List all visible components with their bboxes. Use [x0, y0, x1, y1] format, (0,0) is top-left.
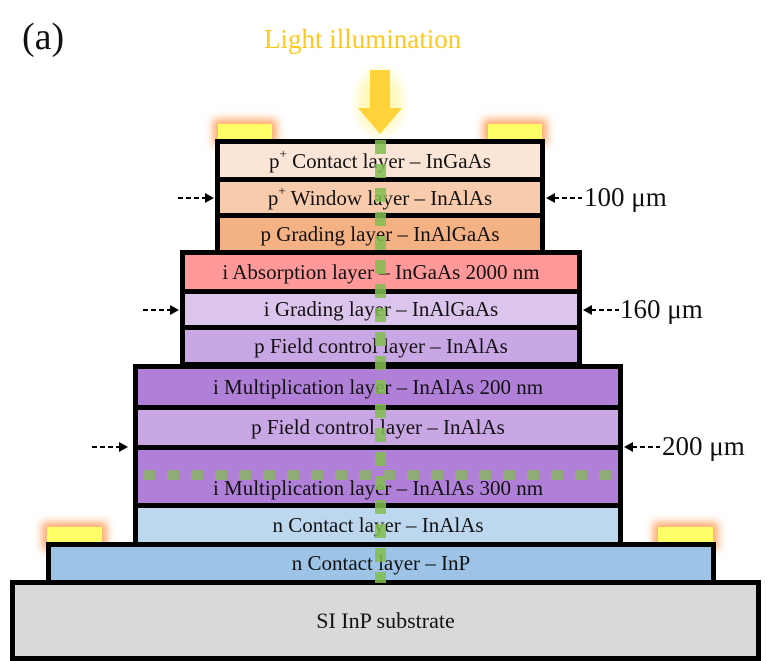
layer-label: p+ Window layer – InAlAs	[267, 182, 493, 210]
arrow-shaft	[370, 70, 390, 108]
top-contact-pad-right	[488, 124, 542, 140]
bottom-contact-pad-left	[47, 527, 102, 545]
arrow-head	[358, 108, 402, 134]
optical-path-horizontal	[143, 470, 613, 480]
layer-label: p+ Contact layer – InGaAs	[269, 145, 491, 173]
dim-arrow-left-100	[178, 193, 214, 203]
dimension-200um: 200 μm	[662, 431, 745, 461]
dimension-100um: 100 μm	[584, 182, 667, 212]
layer-label: SI InP substrate	[316, 607, 455, 633]
dim-arrow-right-100	[546, 193, 582, 203]
dim-arrow-left-200	[92, 442, 128, 452]
dim-arrow-left-160	[143, 305, 179, 315]
layer-substrate: SI InP substrate	[10, 580, 761, 661]
panel-label: (a)	[22, 16, 65, 58]
dim-arrow-right-200	[624, 442, 660, 452]
light-illumination-label: Light illumination	[264, 24, 462, 54]
dim-arrow-right-160	[583, 305, 619, 315]
top-contact-pad-left	[218, 124, 272, 140]
dimension-160um: 160 μm	[620, 294, 703, 324]
down-arrow-icon	[352, 64, 408, 140]
bottom-contact-pad-right	[658, 527, 713, 545]
optical-path-vertical	[375, 140, 386, 583]
